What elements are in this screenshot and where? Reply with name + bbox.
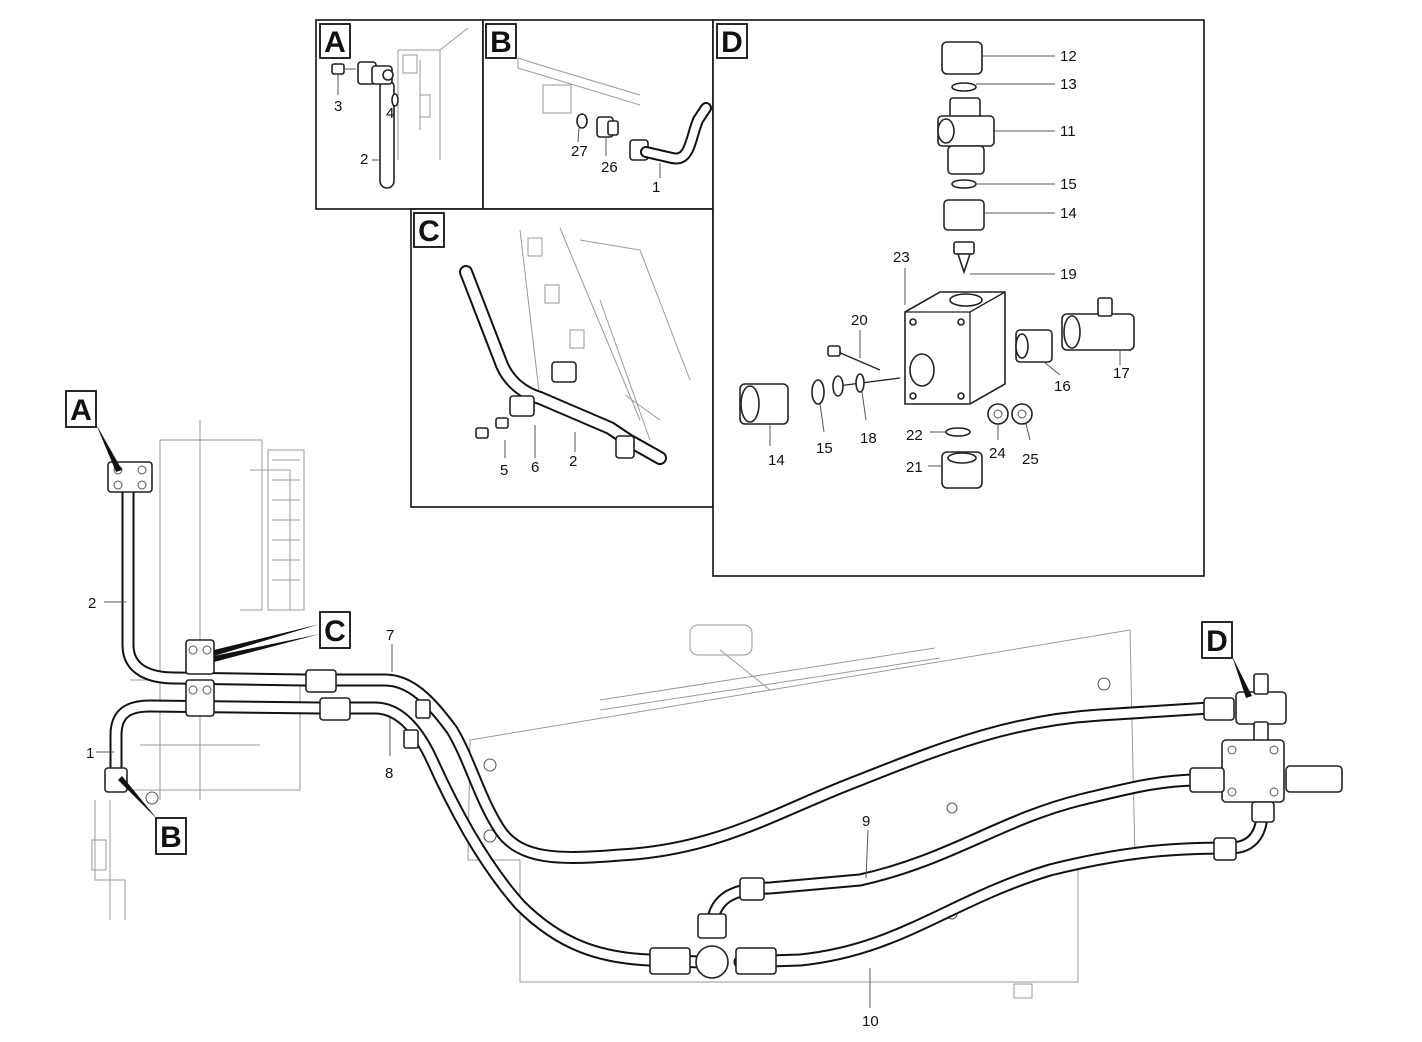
svg-text:14: 14 — [1060, 205, 1077, 222]
inset-d-tag: D — [716, 23, 748, 59]
svg-text:12: 12 — [1060, 48, 1077, 65]
svg-text:17: 17 — [1113, 365, 1130, 382]
hose-lines — [109, 473, 1269, 969]
svg-text:21: 21 — [906, 459, 923, 476]
svg-text:C: C — [324, 615, 346, 648]
svg-text:C: C — [418, 215, 440, 248]
inset-a-drawing: 3 4 2 — [331, 27, 469, 189]
svg-text:4: 4 — [386, 105, 394, 122]
nut-12 — [941, 41, 983, 75]
callout-b: B — [118, 776, 187, 855]
inset-d-drawing: 12 13 11 15 14 19 23 — [739, 41, 1135, 489]
svg-text:13: 13 — [1060, 76, 1077, 93]
svg-text:8: 8 — [385, 765, 393, 782]
svg-text:24: 24 — [989, 445, 1006, 462]
svg-text:16: 16 — [1054, 378, 1071, 395]
inset-b-frame — [482, 19, 714, 210]
svg-text:B: B — [490, 26, 512, 59]
inset-c-tag: C — [413, 212, 445, 248]
svg-text:A: A — [70, 394, 92, 427]
main-part-labels: 2 1 7 8 9 10 — [86, 595, 879, 1030]
oring-13 — [951, 82, 977, 92]
inset-c-frame — [410, 208, 714, 508]
svg-text:20: 20 — [851, 312, 868, 329]
svg-text:15: 15 — [1060, 176, 1077, 193]
svg-text:15: 15 — [816, 440, 833, 457]
callout-a: A — [65, 390, 122, 472]
svg-text:26: 26 — [601, 159, 618, 176]
svg-text:10: 10 — [862, 1013, 879, 1030]
svg-text:9: 9 — [862, 813, 870, 830]
svg-text:A: A — [324, 26, 346, 59]
svg-text:3: 3 — [334, 98, 342, 115]
svg-text:B: B — [160, 821, 182, 854]
svg-text:25: 25 — [1022, 451, 1039, 468]
inset-a-tag: A — [319, 23, 351, 59]
svg-text:23: 23 — [893, 249, 910, 266]
svg-text:19: 19 — [1060, 266, 1077, 283]
svg-text:1: 1 — [652, 179, 660, 196]
svg-text:2: 2 — [360, 151, 368, 168]
hose-fittings — [104, 461, 1343, 979]
svg-text:1: 1 — [86, 745, 94, 762]
svg-text:6: 6 — [531, 459, 539, 476]
svg-text:11: 11 — [1060, 123, 1076, 140]
inset-b-drawing: 27 26 1 — [517, 57, 712, 196]
svg-text:18: 18 — [860, 430, 877, 447]
callout-c: C — [214, 611, 351, 662]
callout-d: D — [1201, 621, 1252, 698]
svg-text:2: 2 — [88, 595, 96, 612]
radiator-frame — [91, 420, 305, 920]
svg-text:D: D — [721, 26, 743, 59]
svg-text:2: 2 — [569, 453, 577, 470]
svg-text:D: D — [1206, 625, 1228, 658]
svg-text:27: 27 — [571, 143, 588, 160]
svg-text:5: 5 — [500, 462, 508, 479]
inset-b-tag: B — [485, 23, 517, 59]
svg-text:7: 7 — [386, 627, 394, 644]
svg-text:22: 22 — [906, 427, 923, 444]
svg-text:14: 14 — [768, 452, 785, 469]
inset-c-drawing: 5 6 2 — [459, 227, 691, 479]
